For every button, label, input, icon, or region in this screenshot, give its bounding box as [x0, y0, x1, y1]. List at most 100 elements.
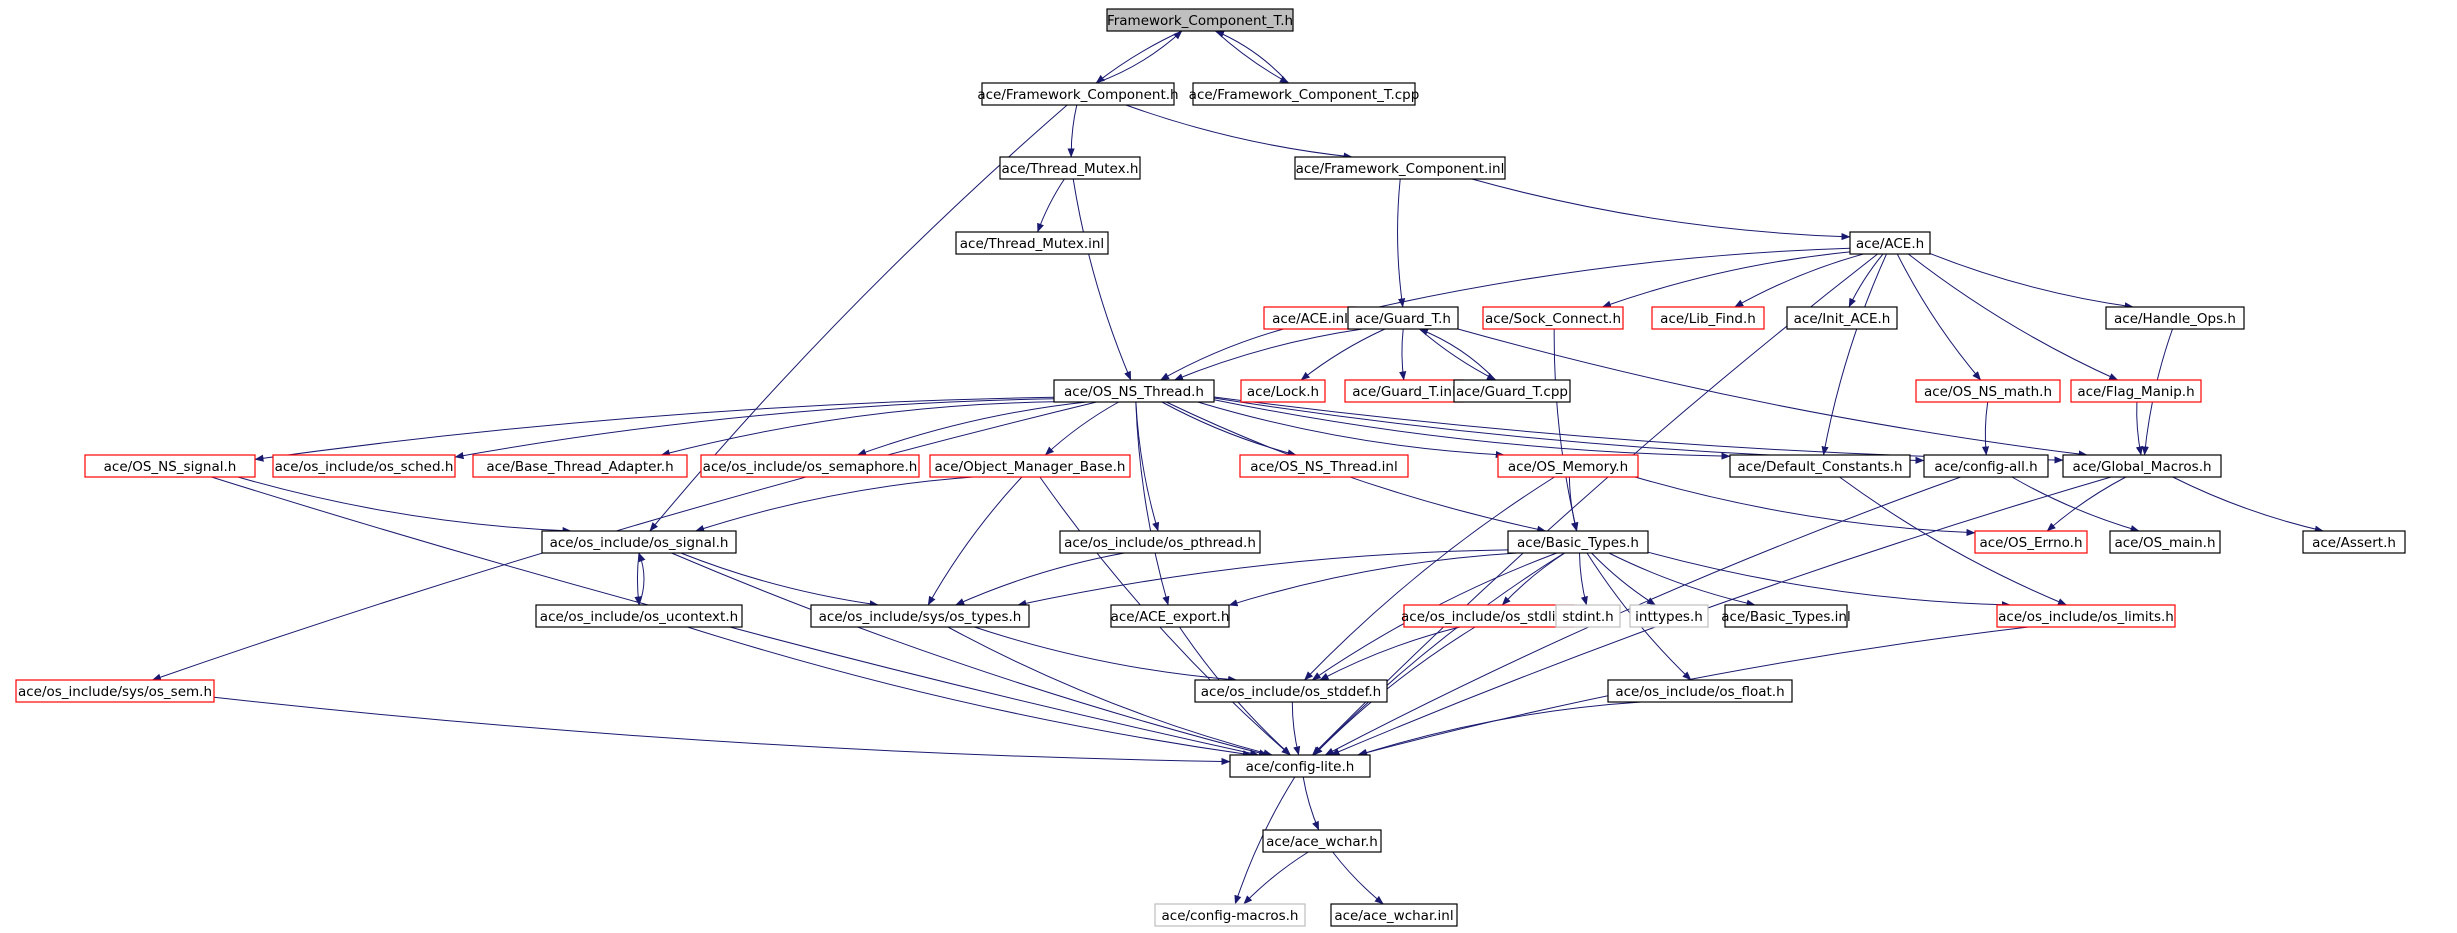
edge-osnst-to-syssem [151, 401, 1097, 681]
node-ucontext[interactable]: ace/os_include/os_ucontext.h [535, 604, 743, 628]
node-label: ace/OS_main.h [2114, 535, 2215, 551]
node-osnstinl[interactable]: ace/OS_NS_Thread.inl [1239, 454, 1409, 478]
edge-globmac-to-oserrno [2046, 476, 2127, 532]
node-box [999, 156, 1141, 180]
node-label: Framework_Component_T.h [1107, 13, 1293, 29]
node-systypes[interactable]: ace/os_include/sys/os_types.h [810, 604, 1030, 628]
node-fcinl[interactable]: ace/Framework_Component.inl [1294, 156, 1506, 180]
node-box [1629, 604, 1709, 628]
node-oserrno[interactable]: ace/OS_Errno.h [1974, 530, 2088, 554]
node-stdlib[interactable]: ace/os_include/os_stdlib.h [1401, 604, 1577, 628]
edge-float-to-configlite [1358, 701, 1642, 756]
edge-globmac-to-assert [2172, 476, 2324, 533]
node-label: ace/Handle_Ops.h [2114, 311, 2236, 327]
edge-fc-to-root [1095, 30, 1183, 84]
node-box [1507, 530, 1649, 554]
node-libfind[interactable]: ace/Lib_Find.h [1651, 306, 1765, 330]
edge-osmem-to-basictypes [1568, 476, 1578, 532]
node-lock[interactable]: ace/Lock.h [1240, 379, 1326, 403]
node-omb[interactable]: ace/Object_Manager_Base.h [929, 454, 1131, 478]
node-label: ace/Flag_Manip.h [2077, 384, 2194, 400]
node-label: ace/OS_NS_math.h [1924, 384, 2052, 400]
node-guard[interactable]: ace/Guard_T.h [1347, 306, 1459, 330]
node-box [1651, 306, 1765, 330]
node-fccpp[interactable]: ace/Framework_Component_T.cpp [1189, 82, 1420, 106]
node-label: ace/os_include/os_signal.h [550, 535, 729, 551]
node-globmac[interactable]: ace/Global_Macros.h [2062, 454, 2222, 478]
node-fc[interactable]: ace/Framework_Component.h [977, 82, 1179, 106]
node-box [1497, 454, 1639, 478]
node-box [2109, 530, 2221, 554]
node-aceinl[interactable]: ace/ACE.inl [1263, 306, 1357, 330]
node-configmacros[interactable]: ace/config-macros.h [1154, 903, 1306, 927]
node-float[interactable]: ace/os_include/os_float.h [1607, 679, 1793, 703]
node-box [535, 604, 743, 628]
node-osnsmath[interactable]: ace/OS_NS_math.h [1915, 379, 2061, 403]
edge-configall-to-osmain [2011, 476, 2140, 533]
edge-basictypes-to-stdlib [1501, 552, 1566, 606]
edge-ossignal-to-configlite [671, 552, 1268, 757]
node-box [700, 454, 920, 478]
node-wchar[interactable]: ace/ace_wchar.h [1262, 829, 1382, 853]
node-osmem[interactable]: ace/OS_Memory.h [1497, 454, 1639, 478]
node-basictypes[interactable]: ace/Basic_Types.h [1507, 530, 1649, 554]
edge-configlite-to-wchar [1302, 776, 1320, 831]
node-bta[interactable]: ace/Base_Thread_Adapter.h [472, 454, 688, 478]
node-guardinl[interactable]: ace/Guard_T.inl [1344, 379, 1464, 403]
node-defconst[interactable]: ace/Default_Constants.h [1729, 454, 1911, 478]
node-tm[interactable]: ace/Thread_Mutex.h [999, 156, 1141, 180]
node-ace[interactable]: ace/ACE.h [1849, 231, 1931, 255]
node-sem[interactable]: ace/os_include/os_semaphore.h [700, 454, 920, 478]
edge-fccpp-to-root [1215, 30, 1289, 84]
node-label: ace/ace_wchar.inl [1334, 908, 1453, 924]
node-stdint[interactable]: stdint.h [1555, 604, 1621, 628]
node-box [1607, 679, 1793, 703]
node-limits[interactable]: ace/os_include/os_limits.h [1996, 604, 2176, 628]
edge-basictypes-to-configlite [1313, 552, 1565, 756]
edge-omb-to-ossignal [695, 476, 974, 532]
node-configlite[interactable]: ace/config-lite.h [1229, 754, 1371, 778]
node-box [1482, 306, 1624, 330]
node-label: ace/Lock.h [1247, 384, 1319, 400]
node-box [1974, 530, 2088, 554]
edge-osnst-to-osnssig [254, 396, 1055, 462]
node-osmain[interactable]: ace/OS_main.h [2109, 530, 2221, 554]
node-flag[interactable]: ace/Flag_Manip.h [2070, 379, 2202, 403]
node-sock[interactable]: ace/Sock_Connect.h [1482, 306, 1624, 330]
node-box [1330, 903, 1458, 927]
node-osnst[interactable]: ace/OS_NS_Thread.h [1053, 379, 1215, 403]
node-box [1923, 454, 2049, 478]
node-wcharinl[interactable]: ace/ace_wchar.inl [1330, 903, 1458, 927]
edge-osnst-to-bta [660, 401, 1055, 457]
node-inttypes[interactable]: inttypes.h [1629, 604, 1709, 628]
node-stddef[interactable]: ace/os_include/os_stddef.h [1194, 679, 1388, 703]
node-pthread[interactable]: ace/os_include/os_pthread.h [1059, 530, 1261, 554]
node-aceexport[interactable]: ace/ACE_export.h [1110, 604, 1230, 628]
node-label: ace/Assert.h [2312, 535, 2396, 551]
node-configall[interactable]: ace/config-all.h [1923, 454, 2049, 478]
node-box [1262, 829, 1382, 853]
edge-osnst-to-configall [1213, 397, 1925, 464]
node-box [2302, 530, 2406, 554]
node-handle[interactable]: ace/Handle_Ops.h [2105, 306, 2245, 330]
edge-flag-to-globmac [2135, 401, 2143, 456]
edge-basictypes-to-inttypes [1591, 552, 1656, 606]
node-root[interactable]: Framework_Component_T.h [1106, 8, 1294, 32]
edge-wchar-to-configmacros [1243, 851, 1309, 905]
node-sched[interactable]: ace/os_include/os_sched.h [272, 454, 456, 478]
node-btinl[interactable]: ace/Basic_Types.inl [1721, 604, 1851, 628]
node-ossignal[interactable]: ace/os_include/os_signal.h [541, 530, 737, 554]
node-box [1555, 604, 1621, 628]
node-tminl[interactable]: ace/Thread_Mutex.inl [955, 231, 1109, 255]
node-box [2105, 306, 2245, 330]
node-initace[interactable]: ace/Init_ACE.h [1786, 306, 1898, 330]
edge-fc-to-fcinl [1125, 104, 1353, 160]
node-assert[interactable]: ace/Assert.h [2302, 530, 2406, 554]
node-osnssig[interactable]: ace/OS_NS_signal.h [84, 454, 256, 478]
node-guardcpp[interactable]: ace/Guard_T.cpp [1453, 379, 1571, 403]
node-box [1106, 8, 1294, 32]
edge-fc-to-tm [1067, 104, 1078, 158]
edge-ucontext-to-ossignal [638, 552, 646, 606]
node-syssem[interactable]: ace/os_include/sys/os_sem.h [15, 679, 215, 703]
edge-guard-to-osnst [1174, 328, 1363, 381]
